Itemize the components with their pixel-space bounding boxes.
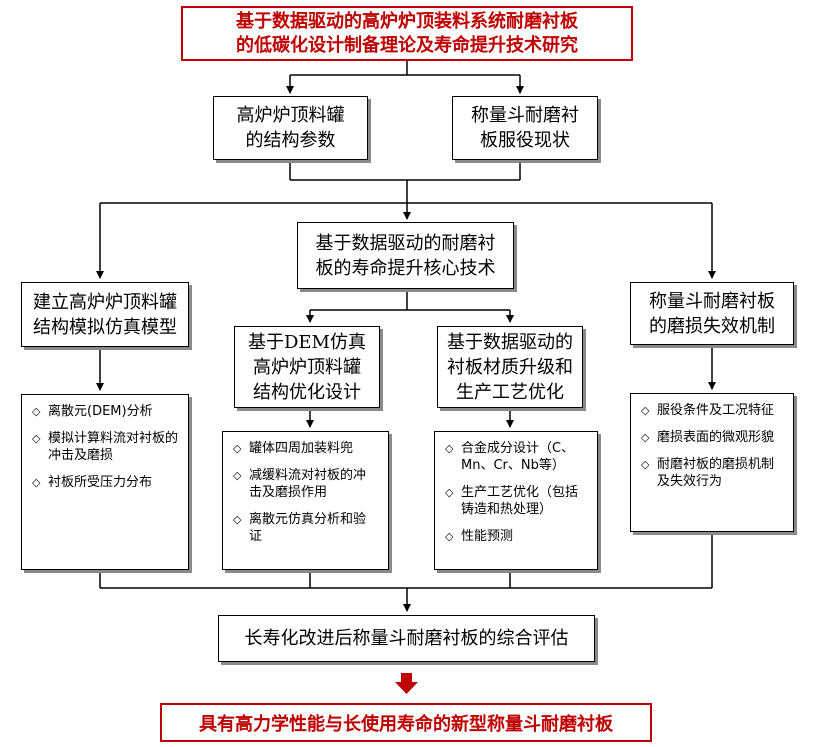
col1-head-line-2: 结构模拟仿真模型 xyxy=(33,316,177,338)
list-item: ◇ 服役条件及工况特征 xyxy=(641,402,783,419)
evaluation-box: 长寿化改进后称量斗耐磨衬板的综合评估 xyxy=(218,615,595,662)
col4-head-line-1: 称量斗耐磨衬板 xyxy=(649,290,775,312)
col1-head-line-1: 建立高炉炉顶料罐 xyxy=(33,291,177,313)
core-line-1: 基于数据驱动的耐磨衬 xyxy=(315,232,496,254)
title-line-2: 的低碳化设计制备理论及寿命提升技术研究 xyxy=(236,34,578,56)
diamond-bullet-icon: ◇ xyxy=(32,432,41,445)
list-item: ◇ 衬板所受压力分布 xyxy=(32,474,178,491)
list-item: ◇ 模拟计算料流对衬板的冲击及磨损 xyxy=(32,430,178,464)
list-item: ◇ 生产工艺优化（包括铸造和热处理） xyxy=(445,484,587,518)
col4-head-box: 称量斗耐磨衬板 的磨损失效机制 xyxy=(630,282,794,345)
diamond-bullet-icon: ◇ xyxy=(641,404,650,417)
evaluation-text: 长寿化改进后称量斗耐磨衬板的综合评估 xyxy=(244,628,569,649)
list-item-text: 罐体四周加装料兜 xyxy=(249,441,354,456)
list-item: ◇ 减缓料流对衬板的冲击及磨损作用 xyxy=(233,467,378,501)
result-text: 具有高力学性能与长使用寿命的新型称量斗耐磨衬板 xyxy=(199,713,613,735)
col3-head-box: 基于数据驱动的 衬板材质升级和 生产工艺优化 xyxy=(437,326,583,408)
diamond-bullet-icon: ◇ xyxy=(641,458,650,471)
list-item-text: 衬板所受压力分布 xyxy=(48,475,153,490)
core-line-2: 板的寿命提升核心技术 xyxy=(315,257,496,279)
list-item-text: 离散元(DEM)分析 xyxy=(48,404,153,419)
list-item-text: 合金成分设计（C、Mn、Cr、Nb等） xyxy=(461,441,575,473)
list-item: ◇ 罐体四周加装料兜 xyxy=(233,440,378,457)
col2-head-line-1: 基于DEM仿真 xyxy=(247,331,366,353)
list-item: ◇ 磨损表面的微观形貌 xyxy=(641,429,783,446)
list-item: ◇ 合金成分设计（C、Mn、Cr、Nb等） xyxy=(445,440,587,474)
col2-head-line-2: 高炉炉顶料罐 xyxy=(252,356,361,378)
input-right-line-1: 称量斗耐磨衬 xyxy=(471,105,579,126)
col3-head-line-2: 衬板材质升级和 xyxy=(447,356,573,378)
col3-head-line-1: 基于数据驱动的 xyxy=(447,331,573,353)
diamond-bullet-icon: ◇ xyxy=(32,476,41,489)
input-box-liner-status: 称量斗耐磨衬 板服役现状 xyxy=(452,96,598,160)
list-item-text: 性能预测 xyxy=(461,529,514,544)
input-box-furnace-params: 高炉炉顶料罐 的结构参数 xyxy=(213,96,368,160)
input-left-line-1: 高炉炉顶料罐 xyxy=(236,105,345,126)
result-box: 具有高力学性能与长使用寿命的新型称量斗耐磨衬板 xyxy=(160,703,652,742)
title-box: 基于数据驱动的高炉炉顶装料系统耐磨衬板 的低碳化设计制备理论及寿命提升技术研究 xyxy=(181,6,633,61)
list-item-text: 生产工艺优化（包括铸造和热处理） xyxy=(461,485,579,517)
diamond-bullet-icon: ◇ xyxy=(233,469,242,482)
input-left-line-2: 的结构参数 xyxy=(245,130,336,151)
diamond-bullet-icon: ◇ xyxy=(445,442,454,455)
col2-head-box: 基于DEM仿真 高炉炉顶料罐 结构优化设计 xyxy=(234,326,380,408)
title-line-1: 基于数据驱动的高炉炉顶装料系统耐磨衬板 xyxy=(236,10,578,32)
col4-head-line-2: 的磨损失效机制 xyxy=(649,315,775,337)
diamond-bullet-icon: ◇ xyxy=(641,431,650,444)
diamond-bullet-icon: ◇ xyxy=(32,405,41,418)
col1-list: ◇ 离散元(DEM)分析 ◇ 模拟计算料流对衬板的冲击及磨损 ◇ 衬板所受压力分布 xyxy=(21,394,189,570)
col4-list: ◇ 服役条件及工况特征 ◇ 磨损表面的微观形貌 ◇ 耐磨衬板的磨损机制及失效行为 xyxy=(630,393,794,532)
list-item-text: 耐磨衬板的磨损机制及失效行为 xyxy=(657,457,775,489)
col1-head-box: 建立高炉炉顶料罐 结构模拟仿真模型 xyxy=(21,282,189,347)
list-item: ◇ 离散元(DEM)分析 xyxy=(32,403,178,420)
core-technology-box: 基于数据驱动的耐磨衬 板的寿命提升核心技术 xyxy=(297,222,514,289)
list-item-text: 模拟计算料流对衬板的冲击及磨损 xyxy=(48,431,179,463)
list-item: ◇ 离散元仿真分析和验证 xyxy=(233,511,378,545)
diamond-bullet-icon: ◇ xyxy=(445,530,454,543)
input-right-line-2: 板服役现状 xyxy=(480,130,570,151)
list-item: ◇ 耐磨衬板的磨损机制及失效行为 xyxy=(641,456,783,490)
col2-list: ◇ 罐体四周加装料兜 ◇ 减缓料流对衬板的冲击及磨损作用 ◇ 离散元仿真分析和验证 xyxy=(222,431,389,570)
list-item-text: 服役条件及工况特征 xyxy=(657,403,775,418)
list-item: ◇ 性能预测 xyxy=(445,528,587,545)
col2-head-line-3: 结构优化设计 xyxy=(252,381,361,403)
list-item-text: 离散元仿真分析和验证 xyxy=(249,512,367,544)
list-item-text: 磨损表面的微观形貌 xyxy=(657,430,775,445)
diamond-bullet-icon: ◇ xyxy=(233,442,242,455)
diamond-bullet-icon: ◇ xyxy=(233,513,242,526)
col3-head-line-3: 生产工艺优化 xyxy=(456,381,564,403)
col3-list: ◇ 合金成分设计（C、Mn、Cr、Nb等） ◇ 生产工艺优化（包括铸造和热处理） ◇… xyxy=(434,431,598,570)
list-item-text: 减缓料流对衬板的冲击及磨损作用 xyxy=(249,468,367,500)
diamond-bullet-icon: ◇ xyxy=(445,486,454,499)
